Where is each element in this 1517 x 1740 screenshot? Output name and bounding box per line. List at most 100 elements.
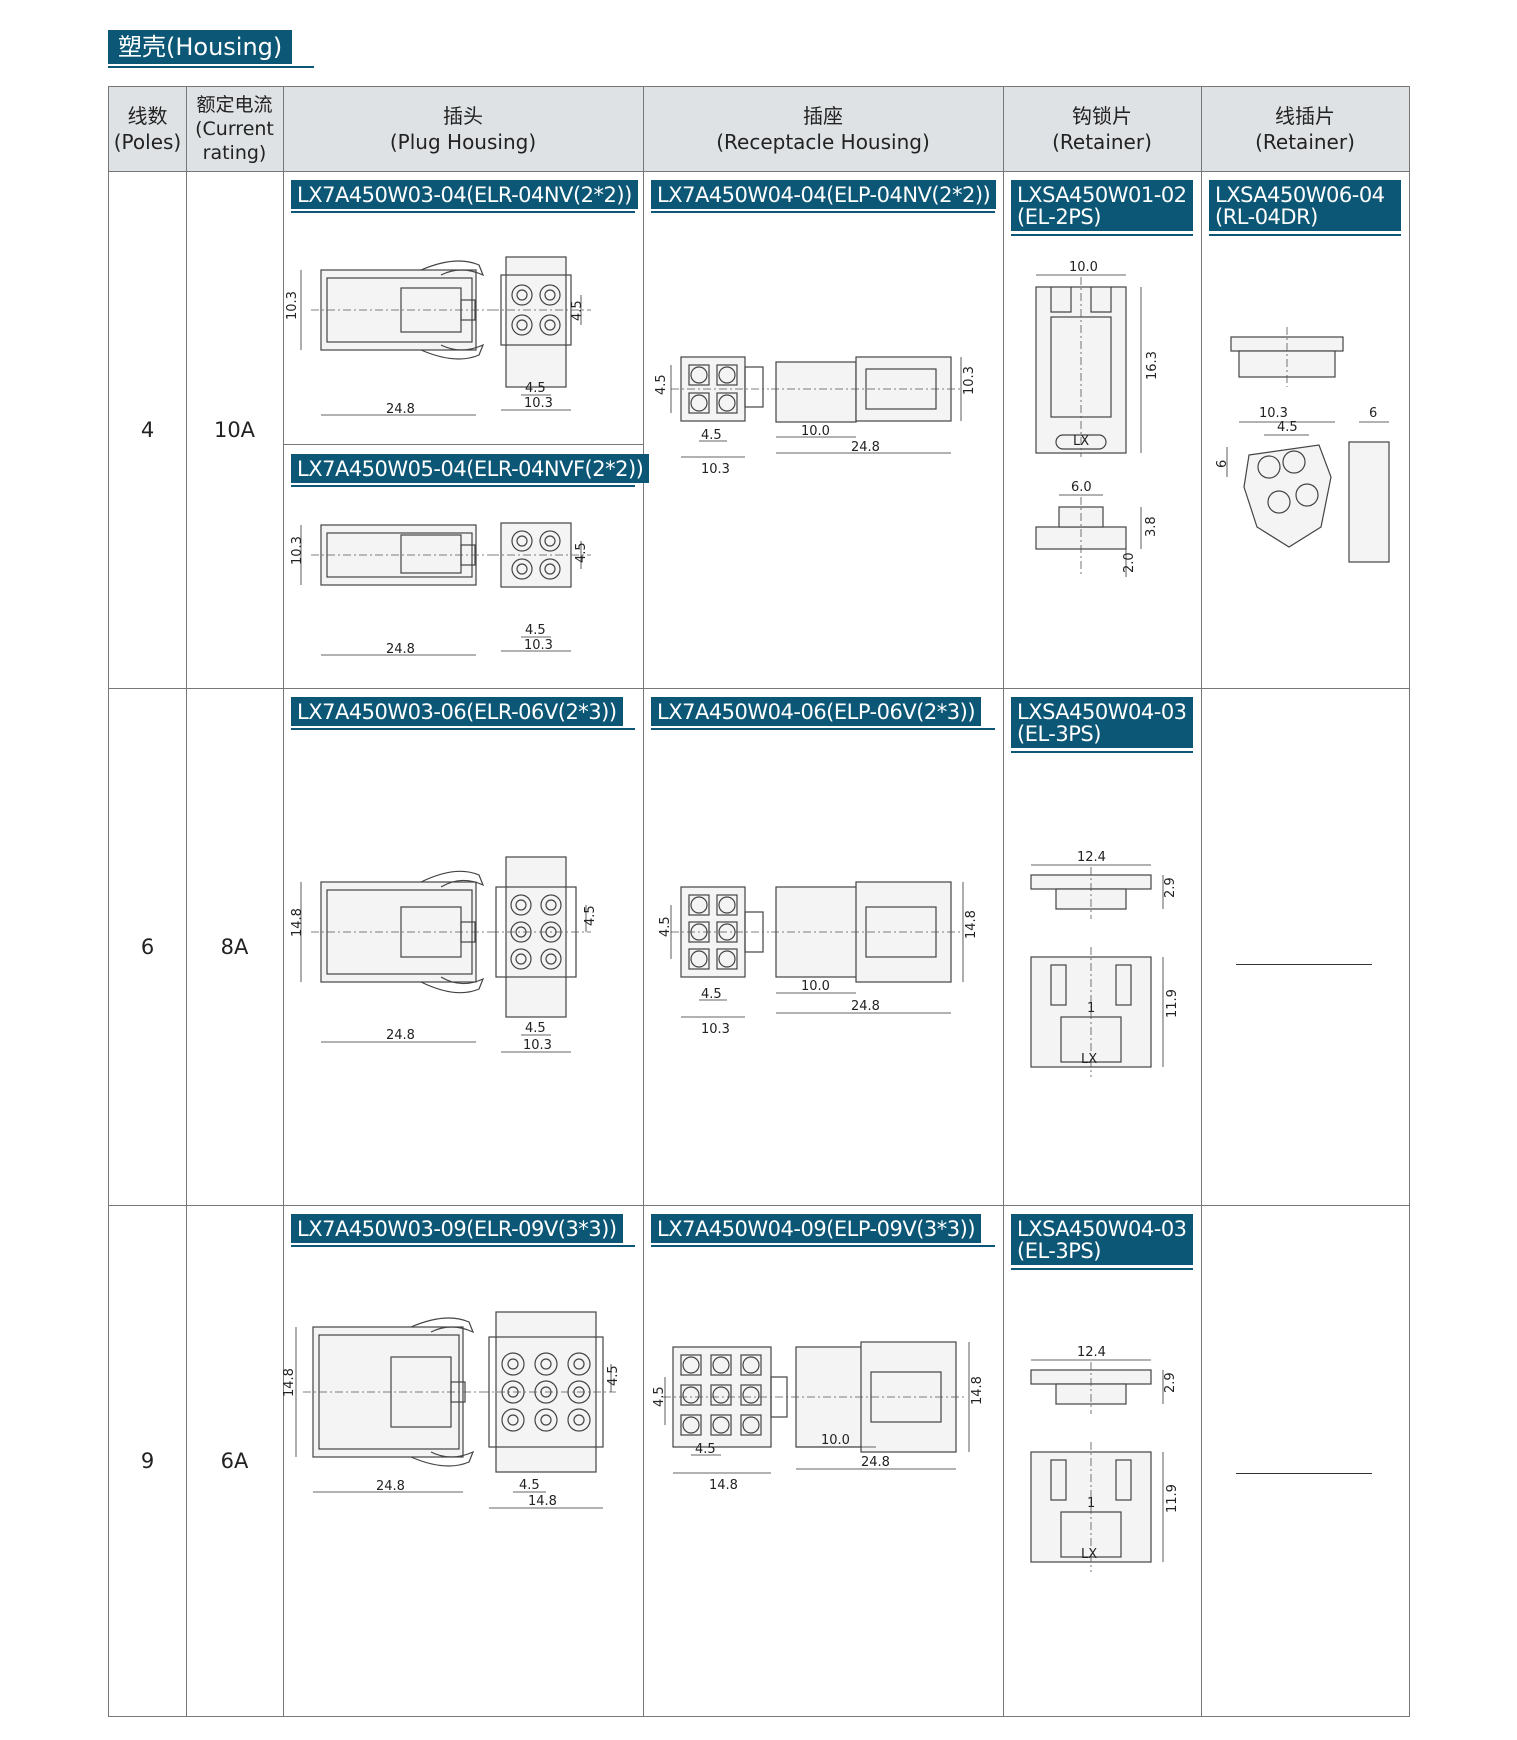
row1-wire-part-number: LXSA450W06-04 (RL-04DR) — [1209, 180, 1401, 231]
dim-label: 10.3 — [962, 366, 977, 395]
dim-label: 4.5 — [701, 428, 722, 443]
dim-label: 4.5 — [652, 1386, 667, 1407]
dim-label: 1 — [1087, 1001, 1095, 1016]
dim-label: 10.3 — [701, 1022, 730, 1037]
part-number-rule — [651, 728, 995, 730]
dim-label: 11.9 — [1165, 989, 1180, 1018]
dim-label: 4.5 — [695, 1442, 716, 1457]
dim-label: 4.5 — [654, 374, 669, 395]
dim-label: 4.5 — [574, 542, 589, 563]
dim-label: 14.8 — [709, 1478, 738, 1493]
header-rating-en1: (Current — [195, 118, 274, 140]
header-hook-retainer: 钩锁片 (Retainer) — [1003, 87, 1201, 171]
header-plug-en: (Plug Housing) — [389, 130, 537, 154]
column-divider — [643, 87, 644, 1716]
row1-receptacle-drawing: 4.5 4.5 10.3 10.0 24.8 10.3 — [654, 356, 977, 477]
section-title: 塑壳(Housing) — [108, 30, 293, 64]
row3-plug-drawing: 14.8 24.8 14.8 4.5 4.5 — [282, 1311, 621, 1509]
row1-rating: 10A — [213, 418, 256, 442]
dim-label: 10.3 — [1259, 406, 1288, 421]
row-divider — [109, 688, 1409, 689]
dim-label: 10.0 — [1069, 260, 1098, 275]
dim-label: 1 — [1087, 1496, 1095, 1511]
dim-label: 4.5 — [583, 905, 598, 926]
header-receptacle-en: (Receptacle Housing) — [716, 130, 930, 154]
row2-plug-drawing: 14.8 24.8 10.3 4.5 4.5 — [290, 856, 598, 1053]
header-wire-retainer: 线插片 (Retainer) — [1201, 87, 1409, 171]
dim-label: 10.3 — [524, 638, 553, 653]
dim-label: 2.0 — [1122, 552, 1137, 573]
dim-label: LX — [1081, 1052, 1097, 1067]
housing-table: 线数 (Poles) 额定电流 (Current rating) 插头 (Plu… — [108, 86, 1410, 1717]
row3-hook-pn-line2: (EL-3PS) — [1017, 1239, 1101, 1263]
row2-hook-retainer-drawing: 12.4 2.9 1 LX 11.9 — [1030, 850, 1180, 1077]
part-number-rule — [291, 211, 635, 213]
row2-wire-retainer-empty-dash — [1236, 964, 1372, 965]
row2-receptacle-part-number: LX7A450W04-06(ELP-06V(2*3)) — [651, 697, 982, 726]
part-number-rule — [1011, 751, 1193, 753]
row1-plug-drawing: 10.3 24.8 10.3 4.5 4.5 — [285, 256, 591, 417]
column-divider — [1201, 87, 1202, 1716]
table-header-background — [109, 87, 1409, 171]
dim-label: 10.3 — [524, 396, 553, 411]
row3-wire-retainer-empty-dash — [1236, 1473, 1372, 1474]
row1-hook-part-number: LXSA450W01-02 (EL-2PS) — [1011, 180, 1193, 231]
dim-label: 14.8 — [970, 1376, 985, 1405]
row-divider — [109, 171, 1409, 172]
header-poles-en: (Poles) — [113, 130, 182, 154]
dim-label: 6.0 — [1071, 480, 1092, 495]
row1-poles: 4 — [140, 418, 155, 442]
row1-plug-part-number: LX7A450W03-04(ELR-04NV(2*2)) — [291, 180, 638, 209]
dim-label: 11.9 — [1165, 1484, 1180, 1513]
dim-label: 2.9 — [1163, 1372, 1178, 1393]
column-divider — [1003, 87, 1004, 1716]
row1-wire-pn-line1: LXSA450W06-04 — [1215, 183, 1385, 207]
row1-plug-alt-drawing: 10.3 24.8 10.3 4.5 4.5 — [290, 522, 591, 657]
column-divider — [186, 87, 187, 1716]
header-receptacle: 插座 (Receptacle Housing) — [643, 87, 1003, 171]
dim-label: 4.5 — [606, 1365, 621, 1386]
dim-label: 14.8 — [282, 1368, 297, 1397]
dim-label: 4.5 — [1277, 420, 1298, 435]
dim-label: 4.5 — [525, 1021, 546, 1036]
dim-label: 10.0 — [801, 424, 830, 439]
row3-hook-pn-line1: LXSA450W04-03 — [1017, 1217, 1187, 1241]
dim-label: 24.8 — [386, 1028, 415, 1043]
row2-hook-pn-line2: (EL-3PS) — [1017, 722, 1101, 746]
row1-hook-pn-line2: (EL-2PS) — [1017, 205, 1101, 229]
row1-hook-retainer-drawing: 10.0 16.3 LX 6.0 3.8 2.0 — [1035, 260, 1160, 577]
part-number-rule — [291, 728, 635, 730]
dim-label: 3.8 — [1144, 516, 1159, 537]
header-rating: 额定电流 (Current rating) — [186, 87, 283, 171]
row3-poles: 9 — [140, 1449, 155, 1473]
dim-label: 4.5 — [701, 987, 722, 1002]
dim-label: 10.0 — [801, 979, 830, 994]
header-plug-cn: 插头 — [443, 104, 483, 128]
dim-label: 4.5 — [570, 300, 585, 321]
row2-poles: 6 — [140, 935, 155, 959]
dim-label: 4.5 — [658, 916, 673, 937]
row3-plug-part-number: LX7A450W03-09(ELR-09V(3*3)) — [291, 1214, 623, 1243]
dim-label: 6 — [1215, 460, 1230, 468]
part-number-rule — [1209, 234, 1401, 236]
dim-label: 10.3 — [523, 1038, 552, 1053]
row-divider — [109, 1205, 1409, 1206]
row3-rating: 6A — [220, 1449, 249, 1473]
header-hook-en: (Retainer) — [1052, 130, 1152, 154]
row1-wire-pn-line2: (RL-04DR) — [1215, 205, 1318, 229]
part-number-rule — [291, 1245, 635, 1247]
part-number-rule — [1011, 234, 1193, 236]
dim-label: 24.8 — [376, 1479, 405, 1494]
row2-hook-part-number: LXSA450W04-03 (EL-3PS) — [1011, 697, 1193, 748]
header-poles: 线数 (Poles) — [109, 87, 186, 171]
dim-label: 4.5 — [525, 623, 546, 638]
dim-label: 4.5 — [519, 1478, 540, 1493]
dim-label: 14.8 — [290, 908, 305, 937]
dim-label: 24.8 — [851, 440, 880, 455]
row1-receptacle-part-number: LX7A450W04-04(ELP-04NV(2*2)) — [651, 180, 997, 209]
dim-label: 4.5 — [525, 381, 546, 396]
part-number-rule — [651, 211, 995, 213]
row2-plug-part-number: LX7A450W03-06(ELR-06V(2*3)) — [291, 697, 623, 726]
section-title-rule — [108, 66, 314, 68]
header-wire-en: (Retainer) — [1255, 130, 1355, 154]
